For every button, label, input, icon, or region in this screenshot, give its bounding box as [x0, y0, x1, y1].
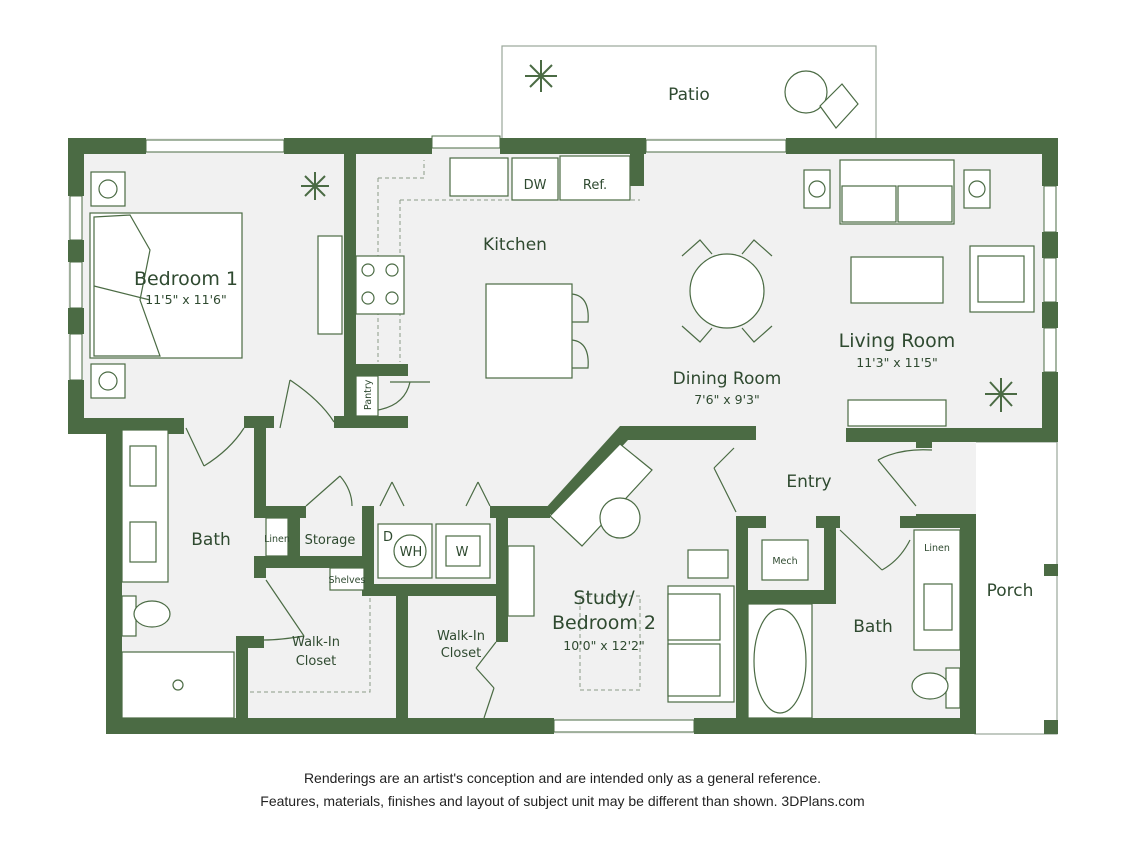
- living-size: 11'3" x 11'5": [856, 355, 937, 370]
- study-sofa: [667, 585, 735, 703]
- walkin1-line1: Walk-In: [292, 635, 340, 650]
- kitchen-name: Kitchen: [483, 235, 547, 255]
- bedroom1-size: 11'5" x 11'6": [145, 292, 226, 307]
- mech-label: Mech: [772, 556, 797, 567]
- bedroom1-name: Bedroom 1: [134, 268, 238, 290]
- patio-table-chair: [784, 70, 859, 129]
- side-table-lamp-2: [963, 169, 991, 209]
- exterior-walls: [68, 138, 1058, 734]
- water-heater-label: WH: [400, 545, 423, 560]
- study-line1: Study/: [573, 587, 635, 609]
- bath1-shower: [121, 651, 235, 719]
- patio-name: Patio: [668, 85, 710, 105]
- windows: [69, 135, 1057, 733]
- shelves-label: Shelves: [329, 575, 366, 586]
- nightstand-lamp-1: [90, 171, 126, 207]
- porch-name: Porch: [987, 581, 1034, 601]
- study-rug: [579, 595, 641, 691]
- walkin2-line1: Walk-In: [437, 629, 485, 644]
- pantry-label: Pantry: [363, 379, 374, 410]
- coffee-table: [850, 256, 944, 304]
- linen-label-1: Linen: [264, 534, 290, 545]
- dining-name: Dining Room: [673, 369, 782, 389]
- dryer-label: D: [383, 530, 393, 545]
- living-name: Living Room: [839, 330, 956, 352]
- doors: [185, 379, 933, 719]
- disclaimer-line-2: Features, materials, finishes and layout…: [260, 793, 865, 809]
- walkin2-line2: Closet: [441, 646, 482, 661]
- interior-walls: [236, 138, 924, 720]
- storage-name: Storage: [305, 533, 356, 548]
- side-table-lamp-1: [803, 169, 831, 209]
- walkin1-line2: Closet: [296, 654, 337, 669]
- entry-name: Entry: [786, 472, 831, 492]
- washer-label: W: [456, 545, 469, 560]
- bath2-tub: [747, 603, 813, 719]
- dresser: [317, 235, 343, 335]
- study-shelf: [507, 545, 535, 617]
- armchair: [969, 245, 1035, 313]
- kitchen-counter: [355, 155, 640, 362]
- bath1-vanity: [121, 429, 169, 583]
- plant-icon: [301, 172, 329, 200]
- bed: [89, 212, 243, 359]
- mech-closet: [761, 539, 809, 581]
- plant-icon: [985, 378, 1017, 412]
- porch-area: [974, 441, 1058, 735]
- refrigerator-label: Ref.: [583, 178, 607, 193]
- study-size: 10'0" x 12'2": [563, 638, 644, 653]
- shelves: [329, 567, 365, 591]
- bath1-name: Bath: [191, 530, 231, 550]
- study-line2: Bedroom 2: [552, 612, 656, 634]
- bath2-toilet: [911, 667, 961, 709]
- pantry-closet: [355, 375, 379, 417]
- dining-size: 7'6" x 9'3": [694, 392, 760, 407]
- kitchen-island: [485, 283, 589, 379]
- laundry: [377, 523, 491, 579]
- linen-closet-1: [265, 517, 289, 557]
- tv-console: [847, 399, 947, 427]
- plant-icon: [525, 60, 557, 92]
- disclaimer-line-1: Renderings are an artist's conception an…: [303, 770, 822, 786]
- bath1-toilet: [121, 595, 171, 637]
- sofa: [839, 159, 955, 225]
- linen-label-2: Linen: [924, 543, 950, 554]
- dining-table: [681, 239, 773, 343]
- closet-rod: [250, 596, 371, 693]
- dishwasher-label: DW: [524, 178, 547, 193]
- bath2-name: Bath: [853, 617, 893, 637]
- bath2-vanity: [913, 529, 961, 651]
- desk: [549, 443, 653, 547]
- study-side-table: [687, 549, 729, 579]
- nightstand-lamp-2: [90, 363, 126, 399]
